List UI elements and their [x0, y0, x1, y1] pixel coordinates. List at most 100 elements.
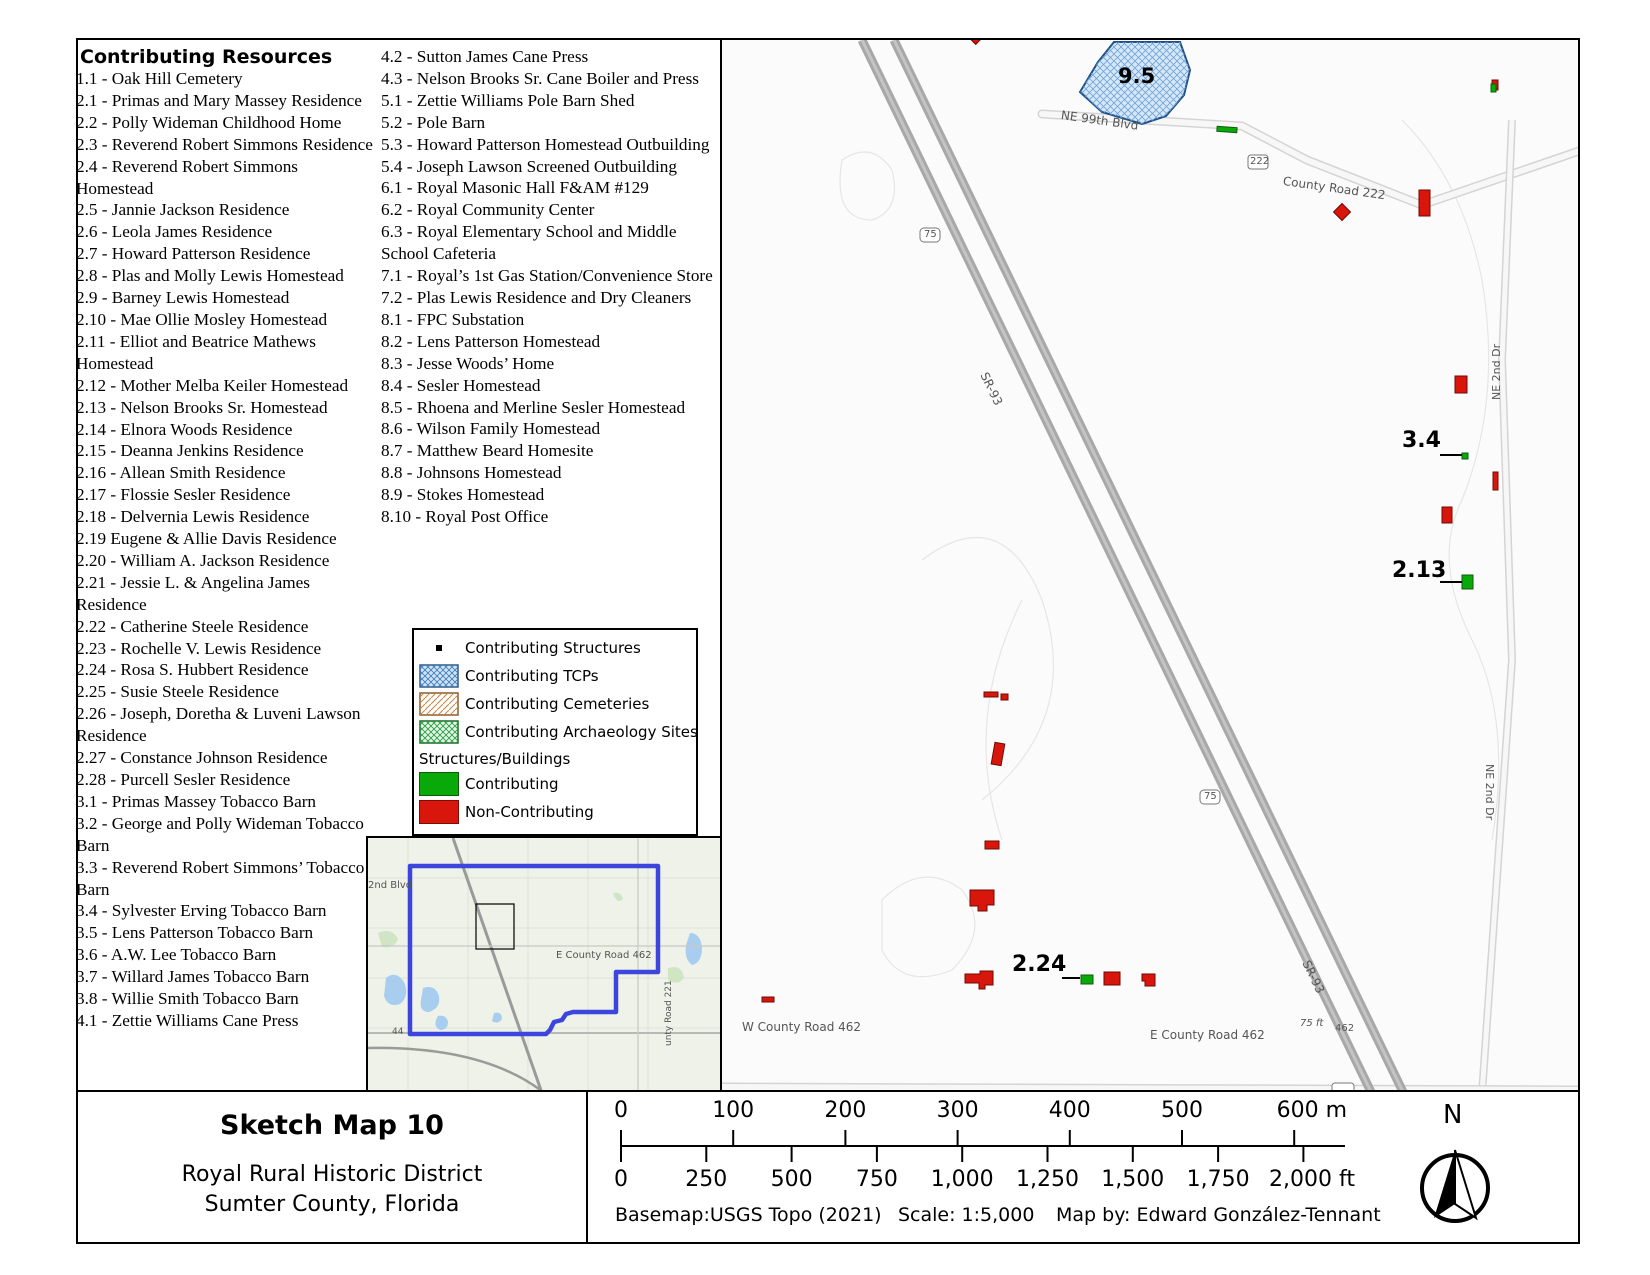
resource-list-item: 2.8 - Plas and Molly Lewis Homestead — [76, 266, 344, 286]
resource-list-item: 2.1 - Primas and Mary Massey Residence — [76, 90, 362, 110]
resource-list-item: 2.6 - Leola James Residence — [76, 222, 273, 242]
resource-list-item: 2.28 - Purcell Sesler Residence — [76, 770, 291, 789]
legend-row-cemeteries: Contributing Cemeteries — [414, 692, 696, 718]
legend-row-structures: Contributing Structures — [414, 636, 696, 662]
resource-list-item: 2.27 - Constance Johnson Residence — [76, 748, 328, 768]
feet-tick-label: 1,500 — [1101, 1167, 1165, 1192]
district-name: Royal Rural Historic District — [181, 1162, 483, 1187]
feet-tick-label: 1,000 — [930, 1167, 994, 1192]
meter-tick-label: 300 — [936, 1098, 979, 1123]
non-contributing-swatch — [419, 800, 459, 824]
resource-list-panel: Contributing Resources 1.1 - Oak Hill Ce… — [76, 38, 722, 1092]
map-label-tcp-9-5: 9.5 — [1118, 64, 1156, 88]
legend-row-non-contributing: Non-Contributing — [414, 800, 696, 826]
legend-label-non-contributing: Non-Contributing — [465, 803, 594, 821]
resource-list-item: 1.1 - Oak Hill Cemetery — [76, 69, 243, 88]
resource-list-item: 3.3 - Reverend Robert Simmons’ Tobacco B… — [76, 857, 365, 899]
main-map: 9.5 3.4 2.13 2.24 NE 99th Blvd County Ro… — [720, 38, 1580, 1092]
resource-list-item: 3.6 - A.W. Lee Tobacco Barn — [76, 945, 277, 965]
inset-label-44: 44 — [392, 1027, 404, 1037]
resource-list-item: 4.3 - Nelson Brooks Sr. Cane Boiler and … — [381, 68, 699, 88]
resource-list-item: 4.1 - Zettie Williams Cane Press — [76, 1010, 299, 1030]
scale-bar — [620, 1130, 1490, 1223]
resource-list-item: 3.5 - Lens Patterson Tobacco Barn — [76, 923, 314, 943]
resource-list-item: 2.23 - Rochelle V. Lewis Residence — [76, 638, 322, 658]
resource-list-item: 3.1 - Primas Massey Tobacco Barn — [76, 791, 317, 811]
legend-label-cemeteries: Contributing Cemeteries — [465, 695, 650, 713]
feet-tick-label: 750 — [855, 1167, 898, 1192]
resource-list-item: 2.20 - William A. Jackson Residence — [76, 550, 330, 570]
resource-list-item: 2.10 - Mae Ollie Mosley Homestead — [76, 309, 328, 329]
tcp-swatch — [419, 664, 459, 688]
legend-label-tcps: Contributing TCPs — [465, 667, 599, 685]
feet-tick-label: 1,750 — [1186, 1167, 1250, 1192]
legend-label-structures: Contributing Structures — [465, 639, 641, 657]
resource-list-item: 3.4 - Sylvester Erving Tobacco Barn — [76, 901, 327, 921]
feet-tick-label: 2,000 ft — [1269, 1167, 1355, 1192]
resource-list-item: 8.9 - Stokes Homestead — [381, 485, 545, 505]
symbol-legend: Contributing Structures Contributing TCP… — [412, 628, 698, 836]
resource-list-item: 3.7 - Willard James Tobacco Barn — [76, 967, 310, 987]
meter-tick-label: 200 — [824, 1098, 867, 1123]
resource-list-item: 2.5 - Jannie Jackson Residence — [76, 200, 290, 220]
meter-tick-label: 100 — [712, 1098, 755, 1123]
resource-list-item: 8.1 - FPC Substation — [381, 309, 525, 329]
resource-list-heading: Contributing Resources — [80, 46, 333, 68]
resource-list-item: 4.2 - Sutton James Cane Press — [381, 47, 589, 66]
resource-list-item: 7.2 - Plas Lewis Residence and Dry Clean… — [381, 287, 692, 307]
legend-row-archaeology: Contributing Archaeology Sites — [414, 720, 698, 746]
road-label-ne-2nd-dr: NE 2nd Dr — [1490, 343, 1503, 400]
resource-list-item: 8.3 - Jesse Woods’ Home — [381, 353, 555, 373]
resource-list-item: 8.6 - Wilson Family Homestead — [381, 419, 601, 439]
county-name: Sumter County, Florida — [204, 1192, 460, 1217]
shield-222: 222 — [1250, 156, 1270, 167]
north-label: N — [1443, 1100, 1463, 1130]
resource-list-item: 2.24 - Rosa S. Hubbert Residence — [76, 660, 309, 680]
structure-point-swatch — [419, 636, 459, 660]
resource-list-item: 2.25 - Susie Steele Residence — [76, 682, 279, 702]
road-label-w-county-road-462: W County Road 462 — [742, 1020, 862, 1034]
resource-list-right-column: 4.2 - Sutton James Cane Press 4.3 - Nelso… — [381, 46, 720, 528]
inset-label-county-road-462: E County Road 462 — [556, 950, 652, 961]
contributing-swatch — [419, 772, 459, 796]
map-label-2-13: 2.13 — [1392, 558, 1447, 583]
resource-list-item: 6.1 - Royal Masonic Hall F&AM #129 — [381, 178, 649, 198]
inset-label-2nd-blvd: 2nd Blvd — [368, 880, 413, 891]
feet-tick-label: 500 — [770, 1167, 813, 1192]
resource-list-item: 8.4 - Sesler Homestead — [381, 375, 541, 395]
resource-list-item: 2.19 Eugene & Allie Davis Residence — [76, 529, 337, 549]
resource-list-item: 2.16 - Allean Smith Residence — [76, 463, 286, 483]
resource-list-item: 5.3 - Howard Patterson Homestead Outbuil… — [381, 134, 710, 154]
feet-tick-label: 0 — [614, 1167, 628, 1192]
inset-label-county-road-221: unty Road 221 — [664, 980, 674, 1046]
meter-tick-label: 0 — [614, 1098, 628, 1123]
resource-list-left-column: Contributing Resources 1.1 - Oak Hill Ce… — [76, 46, 376, 1032]
legend-label-archaeology: Contributing Archaeology Sites — [465, 723, 698, 741]
resource-list-item: 2.4 - Reverend Robert Simmons Homestead — [76, 156, 298, 198]
resource-list-item: 2.11 - Elliot and Beatrice Mathews Homes… — [76, 331, 316, 373]
road-label-e-county-road-462: E County Road 462 — [1150, 1028, 1265, 1042]
inset-map-graphic — [368, 838, 720, 1090]
meter-tick-label: 500 — [1161, 1098, 1203, 1123]
resource-list-item: 2.22 - Catherine Steele Residence — [76, 616, 309, 636]
contour-label-75-ft: 75 ft — [1300, 1018, 1324, 1029]
resource-list-item: 8.2 - Lens Patterson Homestead — [381, 331, 601, 351]
cemetery-swatch — [419, 692, 459, 716]
feet-tick-label: 1,250 — [1016, 1167, 1079, 1192]
resource-list-item: 2.15 - Deanna Jenkins Residence — [76, 441, 304, 461]
main-map-graphic — [722, 40, 1578, 1090]
resource-list-item: 8.7 - Matthew Beard Homesite — [381, 441, 594, 461]
resource-list-item: 3.2 - George and Polly Wideman Tobacco B… — [76, 813, 364, 855]
resource-list-item: 2.17 - Flossie Sesler Residence — [76, 485, 291, 505]
resource-list-item: 2.13 - Nelson Brooks Sr. Homestead — [76, 397, 328, 417]
archaeology-swatch — [419, 720, 459, 744]
resource-list-item: 2.3 - Reverend Robert Simmons Residence — [76, 134, 373, 154]
resource-list-item: 8.8 - Johnsons Homestead — [381, 463, 562, 483]
north-arrow — [1420, 1149, 1490, 1223]
resource-list-item: 5.2 - Pole Barn — [381, 112, 486, 132]
shield-75-south: 75 — [1204, 791, 1217, 802]
scale-ratio: Scale: 1:5,000 — [898, 1204, 1035, 1226]
map-title: Sketch Map 10 — [220, 1110, 444, 1141]
resource-list-item: 2.21 - Jessie L. & Angelina James Reside… — [76, 572, 310, 614]
